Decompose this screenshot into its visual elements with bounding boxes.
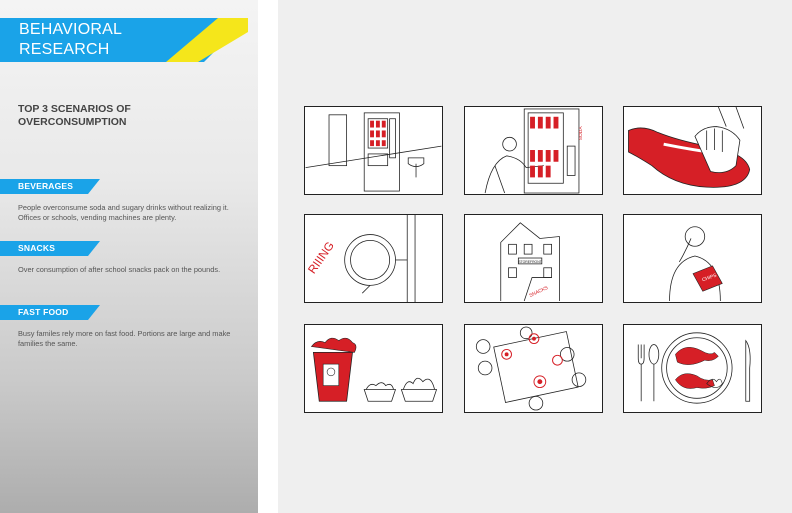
desc-beverages: People overconsume soda and sugary drink… (18, 203, 229, 222)
title-banner: BEHAVIORAL RESEARCH (0, 18, 248, 62)
tag-fast-food: FAST FOOD (0, 305, 100, 320)
panel-vending-person: SODA (464, 106, 603, 195)
soda-bottle-sketch (628, 107, 751, 188)
vending-person-sketch: SODA (484, 108, 584, 194)
vending-hallway-sketch (305, 112, 442, 192)
panel-family-table (464, 324, 603, 413)
storyboard-area: SODA RIIING (278, 0, 792, 513)
column-divider (258, 0, 278, 513)
page-title: BEHAVIORAL RESEARCH (19, 20, 122, 60)
panel-soda-bottle (623, 106, 762, 195)
snack-text: SNACKS (528, 285, 549, 299)
family-table-sketch (475, 326, 587, 411)
panel-dinner-plate (623, 324, 762, 413)
tag-label-beverages: BEVERAGES (18, 181, 74, 191)
section-heading: TOP 3 SCENARIOS OF OVERCONSUMPTION (18, 103, 131, 129)
fried-chicken-sketch (310, 337, 438, 402)
dinner-plate-sketch (637, 332, 751, 404)
tag-label-fast-food: FAST FOOD (18, 307, 69, 317)
title-line-2: RESEARCH (19, 41, 110, 58)
desc-snacks: Over consumption of after school snacks … (18, 265, 221, 274)
heading-line-1: TOP 3 SCENARIOS OF (18, 103, 131, 115)
panel-fried-chicken (304, 324, 443, 413)
chips-text: CHIPS (701, 272, 718, 283)
banner-shape (0, 18, 248, 62)
soda-sign: SODA (578, 126, 584, 141)
house-sign: STOREFRONT (518, 260, 541, 264)
info-sidebar: BEHAVIORAL RESEARCH TOP 3 SCENARIOS OF O… (0, 0, 258, 513)
tag-snacks: SNACKS (0, 241, 100, 256)
heading-line-2: OVERCONSUMPTION (18, 116, 127, 128)
panel-school-bell: RIIING (304, 214, 443, 303)
school-house-sketch: STOREFRONT SNACKS (500, 222, 560, 302)
tag-label-snacks: SNACKS (18, 243, 56, 253)
title-line-1: BEHAVIORAL (19, 21, 123, 38)
kid-chips-sketch: CHIPS (669, 226, 723, 302)
ring-text: RIIING (306, 239, 337, 276)
panel-kid-chips: CHIPS (623, 214, 762, 303)
tag-beverages: BEVERAGES (0, 179, 100, 194)
desc-fast-food: Busy familes rely more on fast food. Por… (18, 329, 231, 348)
panel-vending-hallway (304, 106, 443, 195)
school-bell-sketch: RIIING (306, 215, 416, 302)
panel-school-house: STOREFRONT SNACKS (464, 214, 603, 303)
